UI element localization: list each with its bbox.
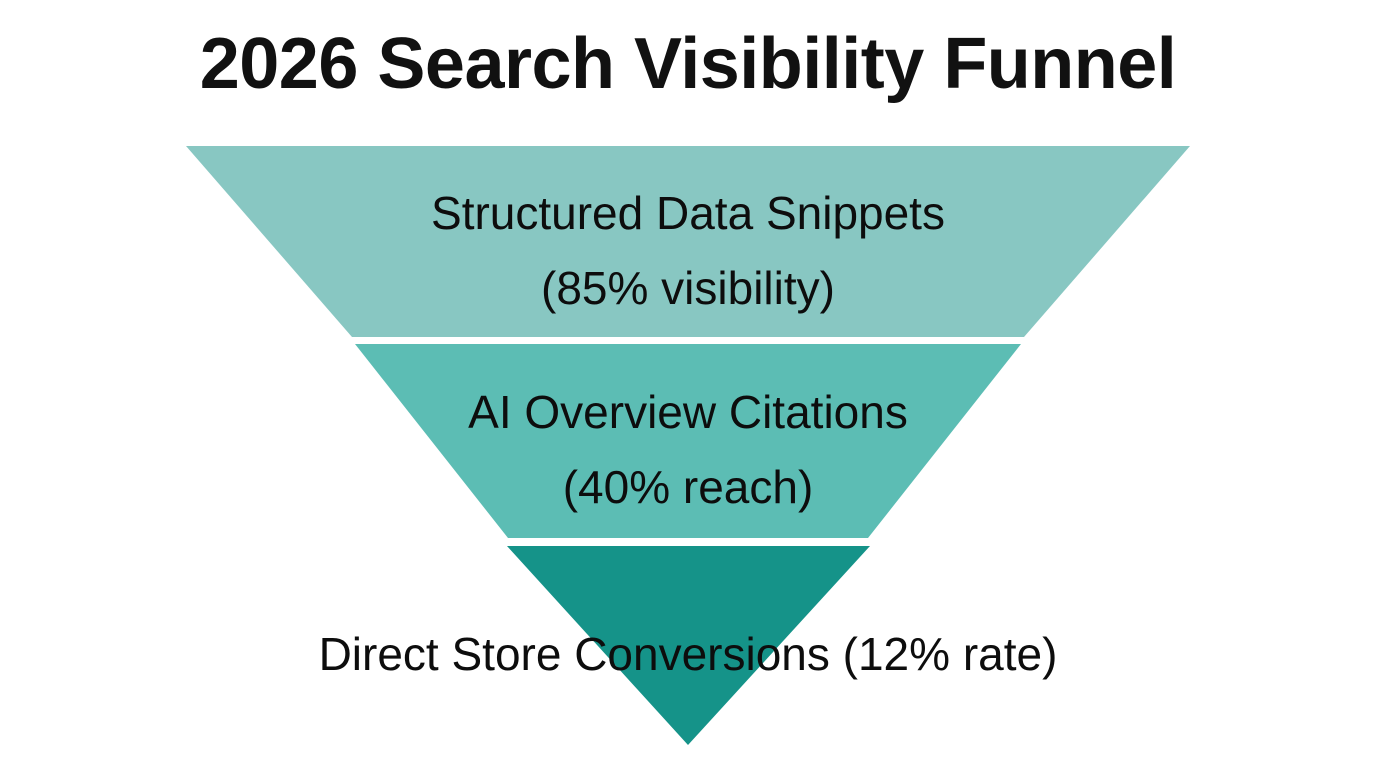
- funnel-segment-label-2-name: Direct Store Conversions (12% rate): [318, 628, 1058, 680]
- chart-title: 2026 Search Visibility Funnel: [199, 24, 1177, 104]
- funnel-segment-label-1-name: AI Overview Citations: [468, 386, 908, 438]
- funnel-segment-label-0-name: Structured Data Snippets: [431, 187, 945, 239]
- funnel-segment-label-0-value: (85% visibility): [541, 261, 835, 314]
- funnel-segment-label-1: AI Overview Citations (40% reach): [0, 375, 1376, 524]
- funnel-segment-direct-store-conversions[interactable]: [507, 546, 870, 745]
- funnel-segment-structured-data-snippets[interactable]: [186, 146, 1190, 337]
- funnel-segment-ai-overview-citations[interactable]: [355, 344, 1021, 538]
- funnel-segment-label-2: Direct Store Conversions (12% rate): [0, 617, 1376, 692]
- funnel-segment-label-0: Structured Data Snippets (85% visibility…: [0, 176, 1376, 325]
- funnel-segment-label-1-value: (40% reach): [562, 460, 814, 513]
